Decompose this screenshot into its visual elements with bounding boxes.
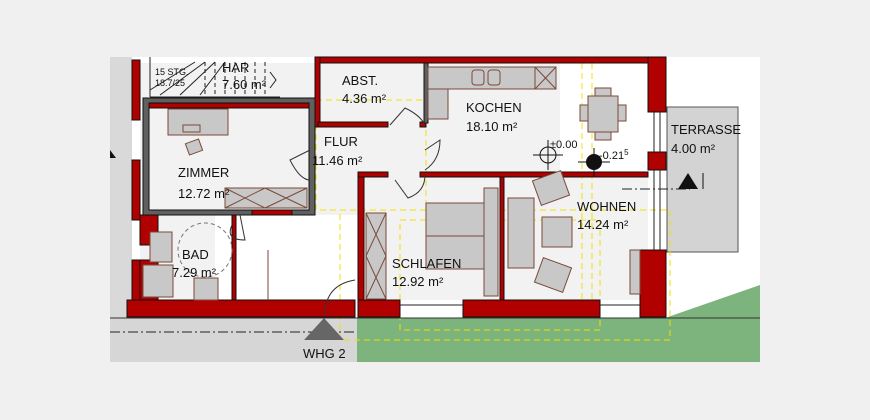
stair-ratio: 18.7/25 — [155, 78, 185, 88]
room-area-bad: 7.29 m² — [172, 265, 217, 280]
room-name-bad: BAD — [182, 247, 209, 262]
room-area-wohnen: 14.24 m² — [577, 217, 629, 232]
room-area-har: 7.60 m² — [222, 77, 267, 92]
garden — [357, 285, 760, 362]
room-name-terrasse: TERRASSE — [671, 122, 741, 137]
room-name-abst: ABST. — [342, 73, 378, 88]
room-name-schlafen: SCHLAFEN — [392, 256, 461, 271]
level-symbol-icon — [533, 140, 563, 170]
section-marker-left — [110, 150, 116, 158]
level-terrace-value: -0.21 — [599, 150, 624, 162]
room-name-kochen: KOCHEN — [466, 100, 522, 115]
entrance-marker-icon — [304, 318, 344, 340]
section-marker-icon — [678, 173, 698, 189]
doors — [229, 107, 441, 316]
hall-floor — [215, 215, 360, 300]
room-name-har: HAR — [222, 60, 249, 75]
room-area-flur: 11.46 m² — [312, 153, 363, 168]
stair — [149, 57, 280, 98]
left-strip — [110, 57, 132, 318]
level-symbol-terrace-icon — [578, 148, 610, 176]
room-name-wohnen: WOHNEN — [577, 199, 636, 214]
walls — [126, 56, 667, 318]
level-terrace: -0.215 — [599, 148, 629, 162]
room-area-schlafen: 12.92 m² — [392, 274, 444, 289]
room-area-kochen: 18.10 m² — [466, 119, 518, 134]
furniture — [142, 66, 641, 301]
room-area-abst: 4.36 m² — [342, 91, 387, 106]
room-area-zimmer: 12.72 m² — [178, 186, 230, 201]
room-name-zimmer: ZIMMER — [178, 165, 229, 180]
level-terrace-sup: 5 — [624, 148, 629, 157]
level-floor: ±0.00 — [550, 139, 577, 151]
stair-label: 15 STG. — [155, 67, 189, 77]
windows — [400, 112, 661, 306]
room-area-terrasse: 4.00 m² — [671, 141, 716, 156]
guide-line — [339, 209, 671, 341]
room-name-flur: FLUR — [324, 134, 358, 149]
apartment-label: WHG 2 — [303, 346, 346, 361]
